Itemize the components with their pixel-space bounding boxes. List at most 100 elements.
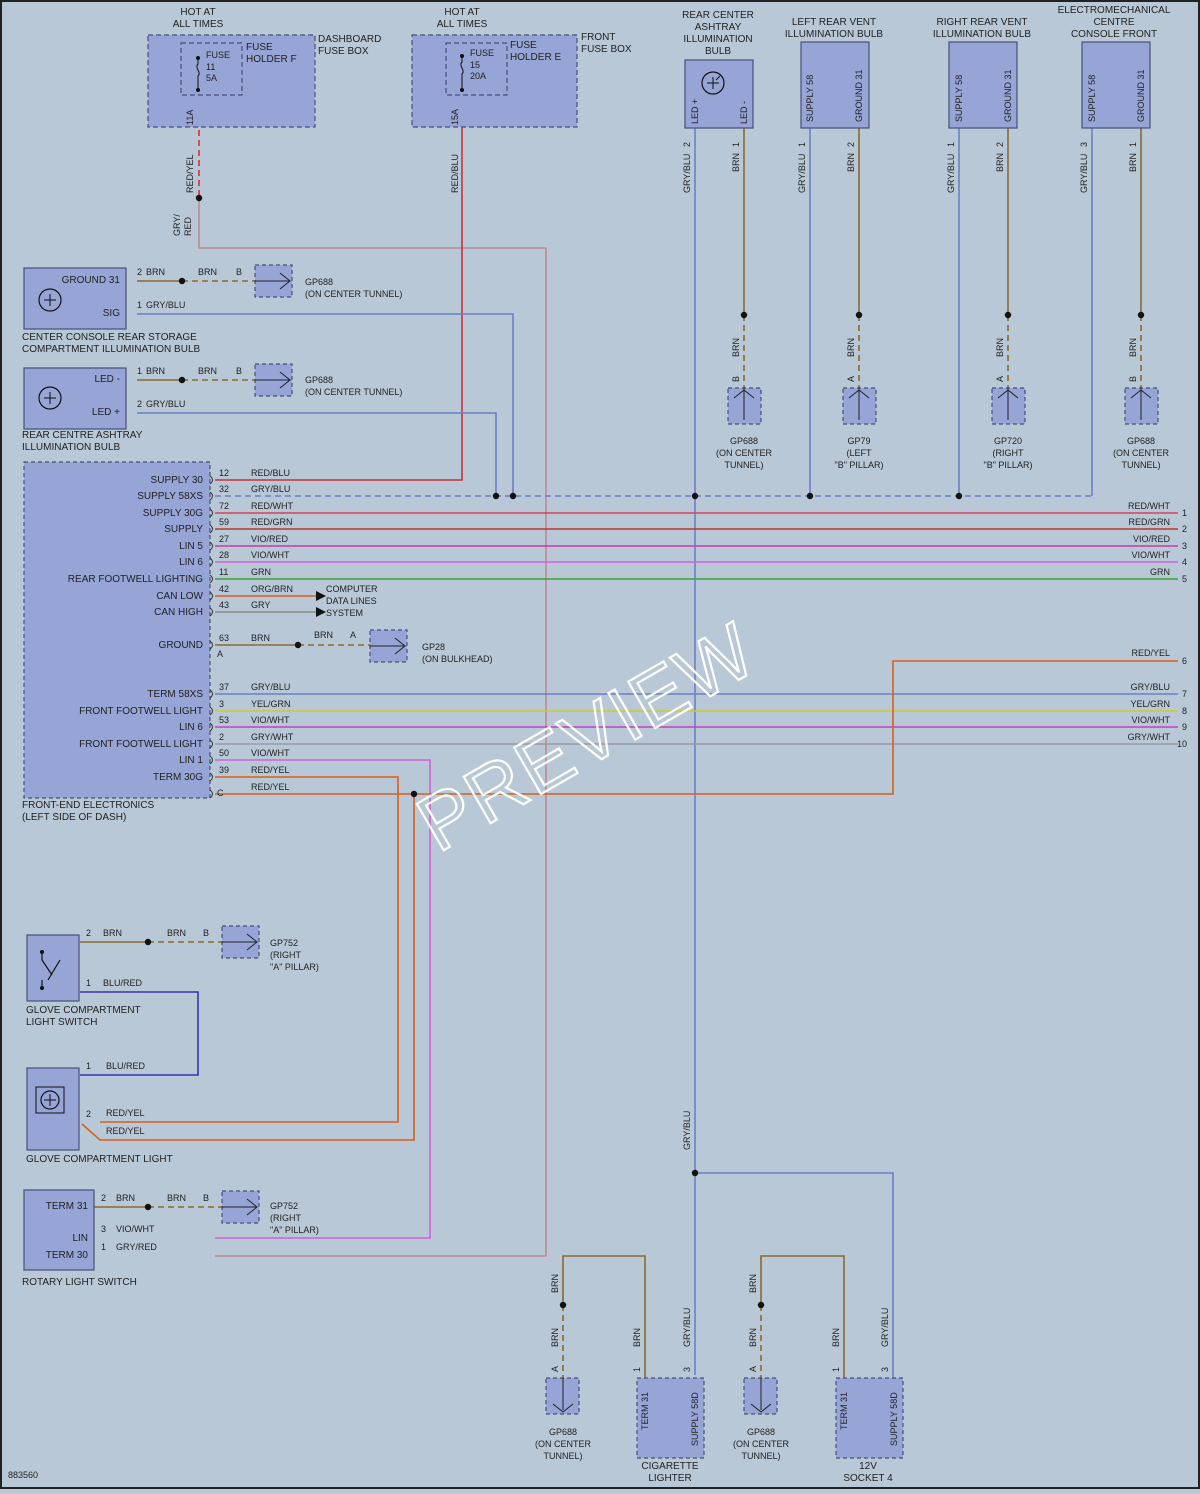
pin-terminal [209, 706, 213, 716]
tc2-pin-2: GROUND 31 [1003, 69, 1013, 122]
lc1-w2: GRY/BLU [146, 399, 185, 409]
tc1-wire-2: BRN [846, 153, 856, 172]
splice [691, 1169, 699, 1177]
tc2-title-2: ILLUMINATION BULB [933, 29, 1031, 40]
gs-gpLoc-1: (RIGHT [270, 950, 301, 960]
tc0-title-2: ASHTRAY [695, 22, 742, 33]
b0-gw2: BRN [550, 1328, 560, 1347]
gl-w1: BLU/RED [106, 1061, 146, 1071]
rot-name: ROTARY LIGHT SWITCH [22, 1277, 137, 1288]
b1-gp-1: GP688 [747, 1427, 775, 1437]
tg2-label-1: GP720 [994, 436, 1022, 446]
fee-pin-number: 59 [219, 517, 229, 527]
fuse-icon [196, 58, 200, 90]
gl-w2b: RED/YEL [106, 1126, 145, 1136]
fuse-holder-outline [445, 42, 508, 96]
lc1-gpLoc: (ON CENTER TUNNEL) [305, 387, 402, 397]
rot-pin-3: TERM 30 [46, 1250, 89, 1261]
fuse1-holder-2: HOLDER F [246, 54, 297, 65]
fee-wire-label: GRY [251, 600, 270, 610]
ground-symbol [552, 1378, 574, 1413]
fee-right-wire-label: RED/GRN [1128, 517, 1170, 527]
fee-pin-number: 43 [219, 600, 229, 610]
b0-name-2: LIGHTER [648, 1473, 691, 1484]
tg3-label-3: TUNNEL) [1121, 460, 1160, 470]
b1-wire-1: BRN [831, 1328, 841, 1347]
fee-ref-number: 5 [1182, 574, 1187, 584]
fee-cdl-3: SYSTEM [326, 608, 363, 618]
tg2-wire: BRN [995, 338, 1005, 357]
b0-gp-3: TUNNEL) [543, 1451, 582, 1461]
tc1-wire-1: GRY/BLU [797, 154, 807, 193]
fee-box [23, 461, 211, 799]
tc0-wire-2: BRN [731, 153, 741, 172]
b1-gw2: BRN [748, 1328, 758, 1347]
wire-lighter-brn [562, 1255, 646, 1378]
tg1-label-2: (LEFT [846, 448, 872, 458]
fee-pin-label: SUPPLY 30G [143, 508, 203, 519]
bottom-12v-socket: BRN BRN A GP688 (ON CENTER TUNNEL) BRN G… [733, 1274, 904, 1484]
fee-name-2: (LEFT SIDE OF DASH) [22, 812, 126, 823]
tc1-title-2: ILLUMINATION BULB [785, 29, 883, 40]
fee-pin-number: 42 [219, 584, 229, 594]
fee-pin-number: 27 [219, 534, 229, 544]
bottom-cigarette-lighter: BRN BRN A GP688 (ON CENTER TUNNEL) BRN G… [535, 1274, 705, 1484]
fee-ref-number: 2 [1182, 524, 1187, 534]
tc3-title-2: CENTRE [1093, 17, 1134, 28]
splice [955, 492, 963, 500]
fee-wire-label: GRY/BLU [251, 484, 290, 494]
arrow-can-low [316, 591, 326, 601]
wire-ashtray-led [137, 412, 497, 496]
rot-pinB: B [203, 1193, 209, 1203]
tc2-pin-1: SUPPLY 58 [954, 75, 964, 122]
tg0-label-2: (ON CENTER [716, 448, 773, 458]
front-end-electronics: FRONT-END ELECTRONICS (LEFT SIDE OF DASH… [22, 461, 1187, 823]
pin-terminal [209, 772, 213, 782]
fee-pin-label: TERM 30G [153, 772, 203, 783]
splice [757, 1301, 765, 1309]
fee-name-1: FRONT-END ELECTRONICS [22, 800, 155, 811]
splice [294, 641, 302, 649]
splice [509, 492, 517, 500]
tc2-title-1: RIGHT REAR VENT [937, 17, 1028, 28]
fee-wire-label: RED/BLU [251, 468, 290, 478]
splice [806, 492, 814, 500]
tc0-title-4: BULB [705, 46, 731, 57]
left-component-ashtray-bulb: LED - LED + 1 BRN BRN B GP688 (ON CENTER… [22, 363, 402, 453]
fee-ref-number: 9 [1182, 722, 1187, 732]
splice [740, 311, 748, 319]
fee-conn-a: A [217, 649, 223, 659]
fee-ref-number: 10 [1177, 739, 1187, 749]
tc3-wire-2: BRN [1128, 153, 1138, 172]
fee-wire-label: RED/GRN [251, 517, 293, 527]
tc1-num-2: 2 [846, 142, 856, 147]
fee-pin-label: TERM 58XS [147, 689, 203, 700]
rot-pin-2: LIN [72, 1233, 88, 1244]
fuse-dot [196, 56, 200, 60]
b0-box [636, 1377, 705, 1459]
tc2-wire-1: GRY/BLU [946, 154, 956, 193]
pin-terminal [209, 722, 213, 732]
tc0-pin-2: LED - [739, 101, 749, 124]
fuse2-box-2: FUSE BOX [581, 44, 632, 55]
gs-w2: BLU/RED [103, 978, 143, 988]
fuse1-label: FUSE [206, 50, 230, 60]
fuse2-label: FUSE [470, 48, 494, 58]
fee-pin-label: CAN HIGH [154, 607, 203, 618]
light-frame [35, 1086, 65, 1114]
tc3-num-2: 1 [1128, 142, 1138, 147]
ground-symbol [222, 933, 258, 951]
b1-name-1: 12V [859, 1461, 877, 1472]
tg3-pin: B [1128, 376, 1138, 382]
pin-terminal [209, 739, 213, 749]
tc0-pin-1: LED + [690, 99, 700, 124]
rot-n1: 2 [101, 1193, 106, 1203]
b1-pin-2: SUPPLY 58D [889, 1392, 899, 1446]
tc0-title-3: ILLUMINATION [683, 34, 752, 45]
gs-gpLoc-2: "A" PILLAR) [270, 962, 319, 972]
splice [410, 790, 418, 798]
pin-terminal [209, 541, 213, 551]
splice [144, 938, 152, 946]
tc3-wire-1: GRY/BLU [1079, 154, 1089, 193]
